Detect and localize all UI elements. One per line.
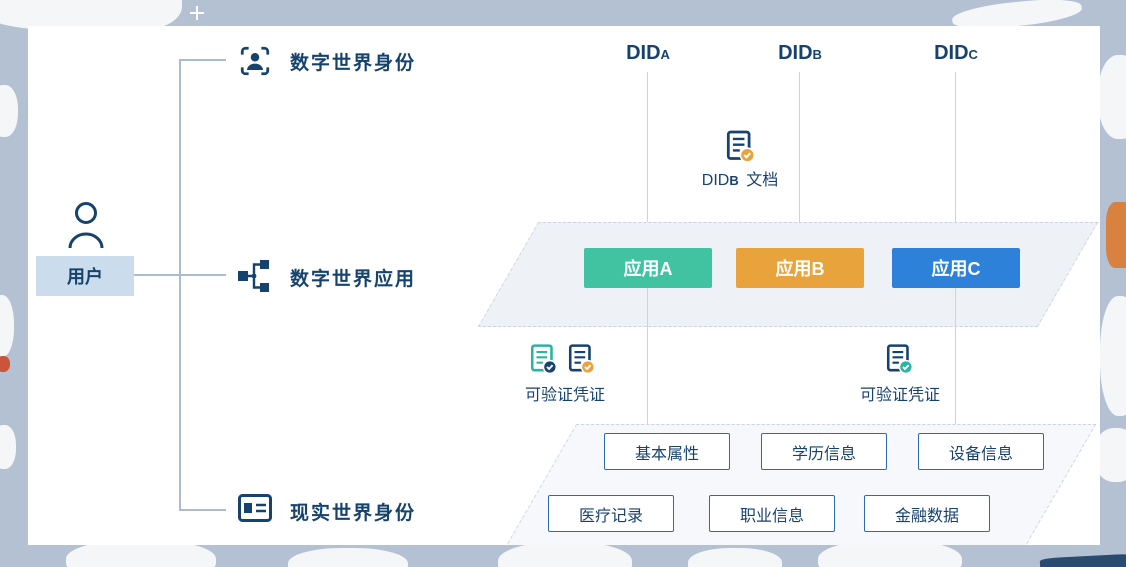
credential-doc-icon [530, 344, 558, 375]
attribute-tag: 职业信息 [709, 495, 835, 532]
did-document-suffix: 文档 [746, 172, 779, 189]
background-decoration [1106, 202, 1126, 268]
credential-doc-icon [886, 344, 914, 375]
network-icon [238, 260, 269, 292]
connector-line [179, 59, 181, 511]
did-b-name: DID [778, 42, 813, 64]
background-decoration [0, 425, 16, 469]
did-c-label: DIDC [914, 42, 998, 70]
did-a-label: DIDA [606, 42, 690, 70]
credential-label-right: 可验证凭证 [859, 387, 940, 404]
connector-line [180, 59, 226, 61]
background-decoration [0, 85, 18, 137]
diagram-panel: 用户 数字世界身份 数字世界应用 现实世界身份 D [28, 26, 1100, 545]
app-a-label: 应用A [623, 259, 673, 279]
did-document-label: DIDB 文档 [676, 166, 804, 190]
app-b-label: 应用B [775, 259, 825, 279]
app-a-line [647, 288, 648, 433]
user-label: 用户 [36, 256, 134, 296]
id-card-icon [238, 494, 272, 522]
background-decoration [0, 356, 10, 372]
did-document-name: DID [701, 172, 730, 189]
background-decoration [1100, 296, 1126, 416]
credential-doc-icon [568, 344, 596, 375]
background-decoration [688, 548, 782, 567]
did-document-icon [726, 130, 756, 163]
did-b-sub: B [812, 47, 822, 62]
app-c-line [955, 288, 956, 433]
did-c-line [955, 72, 956, 248]
did-a-name: DID [626, 42, 661, 64]
did-c-sub: C [968, 47, 978, 62]
sparkle-decoration [190, 6, 204, 20]
app-c-box: 应用C [892, 248, 1020, 288]
attribute-tag: 医疗记录 [548, 495, 674, 532]
did-document-sub: B [729, 173, 739, 188]
attribute-tag: 设备信息 [918, 433, 1044, 470]
app-a-box: 应用A [584, 248, 712, 288]
row-label-digital-apps: 数字世界应用 [290, 269, 417, 290]
row-label-digital-identity: 数字世界身份 [290, 53, 417, 74]
attribute-tag: 金融数据 [864, 495, 990, 532]
background-decoration [0, 295, 14, 357]
did-b-label: DIDB [758, 42, 842, 70]
background-decoration [288, 548, 408, 567]
user-icon [68, 202, 104, 249]
attribute-tag: 学历信息 [761, 433, 887, 470]
background-decoration [498, 542, 632, 567]
scan-person-icon [240, 46, 270, 76]
did-a-sub: A [660, 47, 670, 62]
did-c-name: DID [934, 42, 969, 64]
credential-label-left: 可验证凭证 [524, 387, 605, 404]
attribute-tag: 基本属性 [604, 433, 730, 470]
did-a-line [647, 72, 648, 248]
background-decoration [1039, 553, 1126, 567]
app-b-box: 应用B [736, 248, 864, 288]
did-b-line [799, 72, 800, 248]
app-c-label: 应用C [931, 259, 981, 279]
background-decoration [1098, 55, 1126, 139]
row-label-real-identity: 现实世界身份 [290, 503, 417, 524]
connector-line [180, 509, 226, 511]
